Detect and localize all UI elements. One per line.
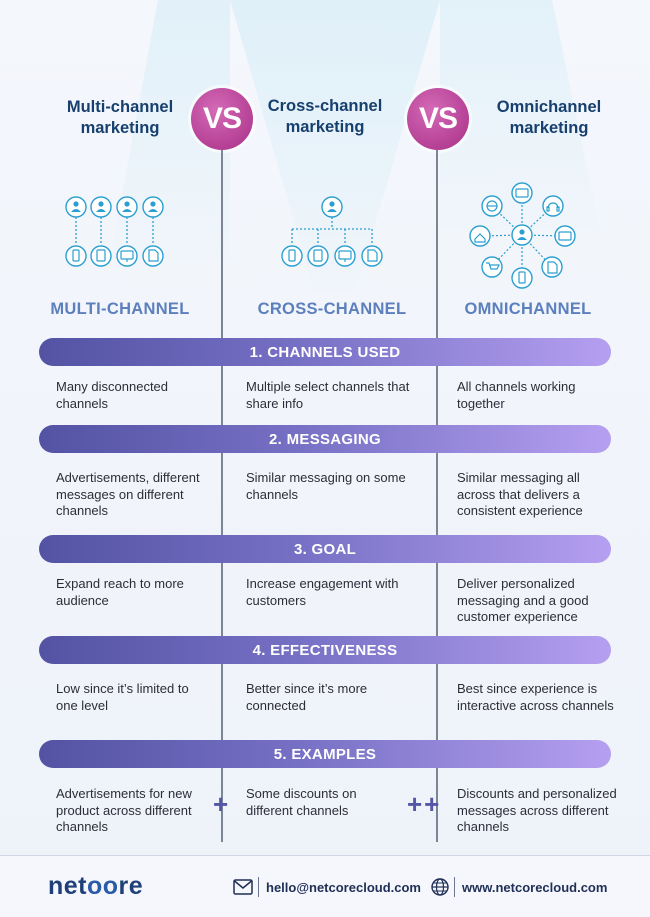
globe-icon: [431, 878, 449, 901]
cell-channels-omni: All channels working together: [457, 379, 576, 411]
title-cross-channel: Cross-channel marketing: [267, 97, 383, 136]
cell-goal-omni: Deliver personalized messaging and a goo…: [457, 576, 589, 624]
plus-sign-double: ++: [407, 789, 442, 819]
footer-separator-email: [258, 877, 259, 897]
title-omnichannel: Omnichannel marketing: [496, 98, 602, 137]
cell-effectiveness-cross: Better since it’s more connected: [246, 681, 368, 713]
footer-separator-web: [454, 877, 455, 897]
vs-badge-left: VS: [191, 88, 253, 150]
cell-examples-omni: Discounts and personalized messages acro…: [457, 786, 617, 834]
cell-effectiveness-omni: Best since experience is interactive acr…: [457, 681, 614, 713]
website-link[interactable]: www.netcorecloud.com: [462, 880, 608, 895]
footer: netoore hello@netcorecloud.com www.netco…: [0, 855, 650, 917]
cell-goal-cross: Increase engagement with customers: [246, 576, 399, 608]
vs-badge-right: VS: [407, 88, 469, 150]
cell-messaging-multi: Advertisements, different messages on di…: [56, 470, 200, 518]
section-band-messaging: 2. MESSAGING: [39, 425, 611, 453]
cell-messaging-omni: Similar messaging all across that delive…: [457, 470, 583, 518]
section-band-channels-used: 1. CHANNELS USED: [39, 338, 611, 366]
title-multi-channel: Multi-channel marketing: [66, 98, 174, 137]
column-divider-left: [221, 150, 223, 842]
email-link[interactable]: hello@netcorecloud.com: [266, 880, 421, 895]
cross-channel-diagram: [278, 193, 386, 269]
cell-goal-multi: Expand reach to more audience: [56, 576, 184, 608]
column-head-multi-channel: MULTI-CHANNEL: [50, 300, 190, 318]
cell-channels-cross: Multiple select channels that share info: [246, 379, 410, 411]
section-band-examples: 5. EXAMPLES: [39, 740, 611, 768]
cell-examples-cross: Some discounts on different channels: [246, 786, 357, 818]
section-band-goal: 3. GOAL: [39, 535, 611, 563]
cell-messaging-cross: Similar messaging on some channels: [246, 470, 406, 502]
cell-examples-multi: Advertisements for new product across di…: [56, 786, 192, 834]
column-divider-right: [436, 150, 438, 842]
column-head-omnichannel: OMNICHANNEL: [464, 300, 592, 318]
cell-effectiveness-multi: Low since it’s limited to one level: [56, 681, 189, 713]
envelope-icon: [233, 879, 253, 900]
plus-sign-single: +: [213, 789, 229, 819]
netcore-logo: netoore: [48, 872, 144, 900]
cell-channels-multi: Many disconnected channels: [56, 379, 169, 411]
section-band-effectiveness: 4. EFFECTIVENESS: [39, 636, 611, 664]
omnichannel-diagram: [466, 181, 580, 291]
multi-channel-diagram: [60, 193, 172, 269]
column-head-cross-channel: CROSS-CHANNEL: [257, 300, 407, 318]
